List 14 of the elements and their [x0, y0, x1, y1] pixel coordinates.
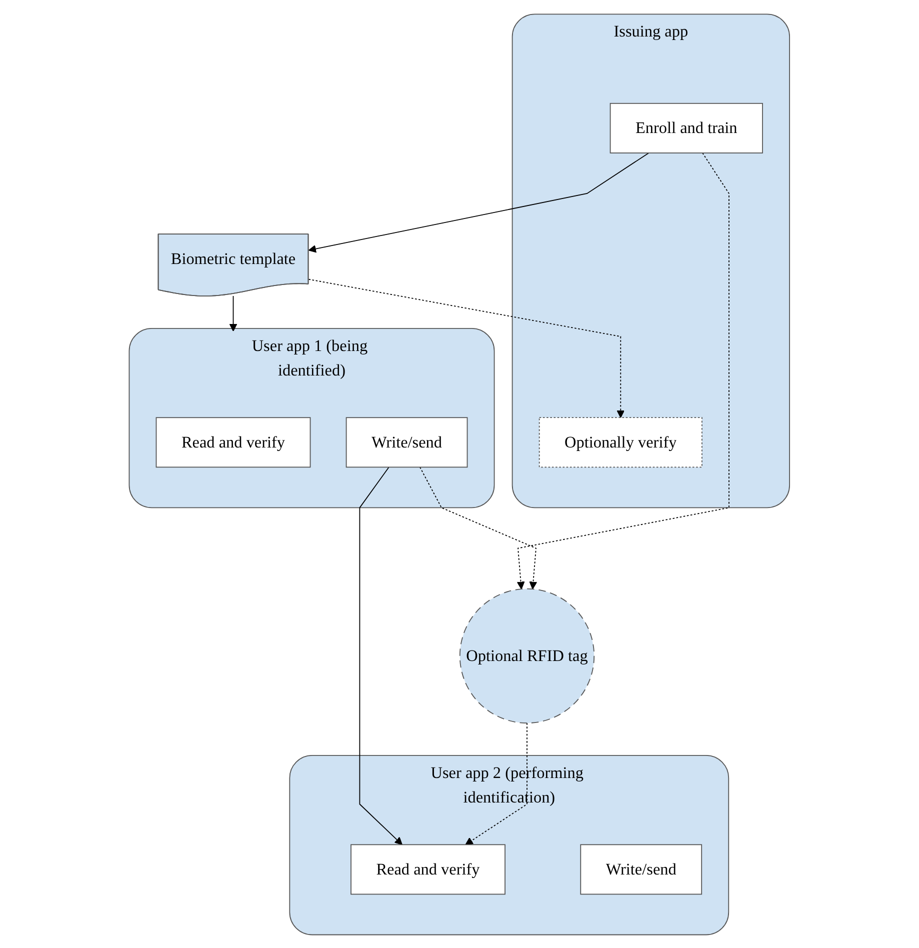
arrow	[359, 466, 403, 845]
arrow	[465, 722, 528, 845]
node-box: Read and verify	[156, 416, 311, 468]
node-box: Read and verify	[350, 844, 506, 894]
node-box: Optionally verify	[539, 416, 702, 468]
arrow	[308, 152, 650, 252]
node-circle: Optional RFID tag	[460, 588, 595, 723]
node-box: Enroll and train	[610, 102, 764, 153]
node-box: Write/send	[346, 416, 468, 468]
arrow	[229, 295, 238, 331]
node-box: Write/send	[580, 844, 702, 894]
arrow	[516, 152, 730, 589]
arrow	[308, 278, 625, 418]
arrow	[420, 466, 538, 589]
